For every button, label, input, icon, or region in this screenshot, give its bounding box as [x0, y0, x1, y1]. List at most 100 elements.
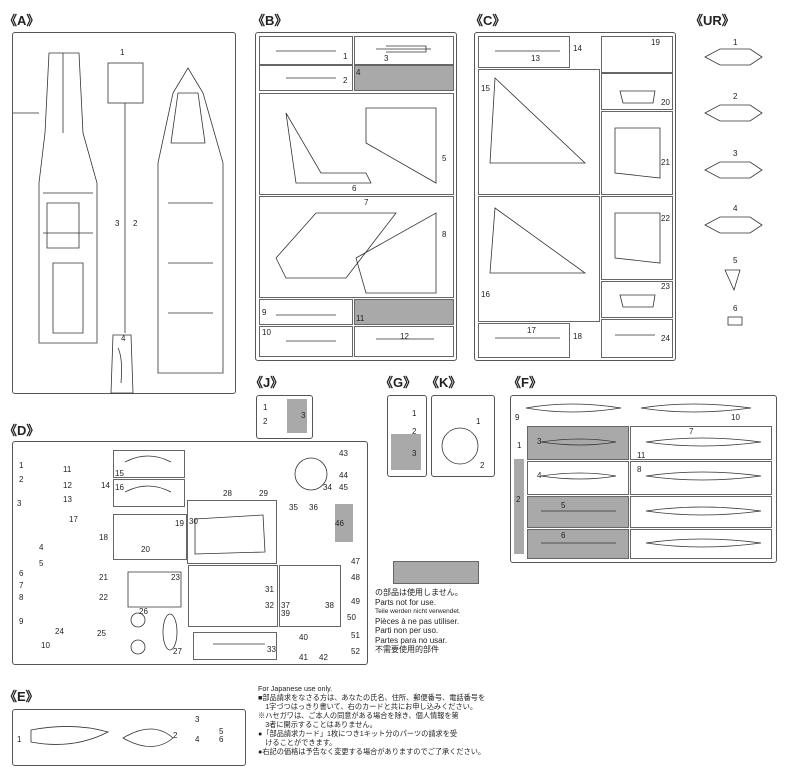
part-c13: 13: [531, 54, 540, 63]
part-f8: 8: [637, 465, 642, 474]
note-line: For Japanese use only.: [258, 684, 333, 693]
part-c21: 21: [661, 158, 670, 167]
part-d17: 17: [69, 515, 78, 524]
note-line: けることができます。: [258, 738, 337, 747]
part-d41: 41: [299, 653, 308, 662]
sprue-c: 13 14 15 16 17 18 19 20 21 22 23 24: [474, 32, 676, 361]
part-d3: 3: [17, 499, 22, 508]
cell-d20: [113, 514, 187, 560]
part-f10: 10: [731, 413, 740, 422]
cell-c21: [601, 111, 673, 195]
part-g1: 1: [412, 409, 417, 418]
section-j-label: 《J》: [250, 375, 284, 390]
part-d36: 36: [309, 503, 318, 512]
section-d-label: 《D》: [4, 423, 40, 438]
part-c20: 20: [661, 98, 670, 107]
part-c17: 17: [527, 326, 536, 335]
part-d33: 33: [267, 645, 276, 654]
part-d38: 38: [325, 601, 334, 610]
part-k1: 1: [476, 417, 481, 426]
part-d19: 19: [175, 519, 184, 528]
sprue-b: 1 2 3 4 5 6 7 8 9 10 11 12: [255, 32, 457, 361]
sprue-k: 1 2: [431, 395, 495, 477]
part-f1: 1: [517, 441, 522, 450]
cell-b11: [354, 299, 454, 325]
sprue-b-drawing: [275, 45, 437, 342]
sprue-d: 1 2 3 4 5 6 7 8 9 10 11 12 13 14 15 16 1…: [12, 441, 368, 665]
part-d42: 42: [319, 653, 328, 662]
part-ur1: 1: [733, 38, 738, 47]
cell-b9: [259, 299, 353, 325]
sprue-g: 1 2 3: [387, 395, 427, 477]
part-d40: 40: [299, 633, 308, 642]
part-d18: 18: [99, 533, 108, 542]
part-d45: 45: [339, 483, 348, 492]
part-f4: 4: [537, 471, 542, 480]
part-a1: 1: [120, 48, 125, 57]
part-d6: 6: [19, 569, 24, 578]
cell-d31: [188, 565, 278, 627]
part-d37: 37: [281, 601, 290, 610]
part-b6: 6: [352, 184, 357, 193]
sprue-a: 1 2 3 4: [12, 32, 236, 394]
part-k2: 2: [480, 461, 485, 470]
cell-c17: [478, 323, 570, 358]
part-a3: 3: [115, 219, 120, 228]
part-f6: 6: [561, 531, 566, 540]
sprue-ur: 1 2 3 4 5 6: [700, 35, 775, 335]
part-ur5: 5: [733, 256, 738, 265]
cell-f8b: [630, 496, 772, 528]
part-c22: 22: [661, 214, 670, 223]
part-c15: 15: [481, 84, 490, 93]
part-d32: 32: [265, 601, 274, 610]
cell-d15: [113, 450, 185, 478]
legend-line: Parti non per uso.: [375, 626, 439, 635]
part-c16: 16: [481, 290, 490, 299]
part-e2: 2: [173, 731, 178, 740]
legend-line: Partes para no usar.: [375, 635, 448, 645]
note-line: ●「部品請求カード」1枚につき1キット分のパーツの請求を受: [258, 729, 458, 738]
cell-d46: [335, 504, 353, 542]
legend-line: の部品は使用しません。: [375, 588, 463, 597]
cell-f4: [527, 461, 629, 495]
part-a4: 4: [121, 334, 126, 343]
part-b4: 4: [356, 68, 361, 77]
note-line: ■部品請求をなさる方は、あなたの氏名、住所、郵便番号、電話番号を: [258, 693, 486, 702]
cell-b12: [354, 326, 454, 357]
cell-c23: [601, 281, 673, 318]
part-d34: 34: [323, 483, 332, 492]
cell-d33: [193, 632, 277, 660]
note-line: 3者に開示することはありません。: [258, 720, 377, 729]
note-line: ●右記の価格は予告なく変更する場合がありますのでご了承ください。: [258, 747, 486, 756]
cell-c13: [478, 36, 570, 68]
part-b11: 11: [356, 314, 365, 323]
part-d20: 20: [141, 545, 150, 554]
part-g3: 3: [412, 449, 417, 458]
cell-d16: [113, 479, 185, 507]
legend-line: 不需要使用的部件: [375, 645, 439, 654]
cell-c22: [601, 196, 673, 280]
part-d8: 8: [19, 593, 24, 602]
sprue-k-drawing: [441, 427, 479, 465]
part-f5: 5: [561, 501, 566, 510]
part-c19: 19: [651, 38, 660, 47]
part-ur6: 6: [733, 304, 738, 313]
part-d15: 15: [115, 469, 124, 478]
part-d14: 14: [101, 481, 110, 490]
legend-line: Pièces à ne pas utiliser.: [375, 616, 460, 626]
cell-d37: [279, 565, 341, 627]
part-d46: 46: [335, 519, 344, 528]
part-d35: 35: [289, 503, 298, 512]
part-c23: 23: [661, 282, 670, 291]
part-d12: 12: [63, 481, 72, 490]
sprue-a-drawing: [13, 52, 224, 394]
cell-f8a: [630, 461, 772, 495]
part-b5: 5: [442, 154, 447, 163]
part-d27: 27: [173, 647, 182, 656]
part-d11: 11: [63, 465, 72, 474]
sprue-j: 1 2 3: [256, 395, 313, 439]
sprue-f: 1 2 3 4 5 6 7 8 9 10 11: [510, 395, 777, 563]
sprue-e: 1 2 3 4 5 6: [12, 709, 246, 766]
part-d5: 5: [39, 559, 44, 568]
